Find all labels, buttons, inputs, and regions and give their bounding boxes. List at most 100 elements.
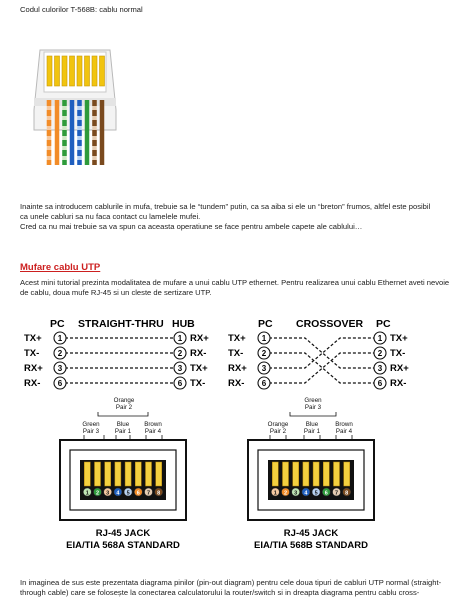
jack-b-pin-number: 2 (284, 490, 287, 496)
straight-left-label-1: TX+ (24, 333, 42, 344)
straight-right-pin-1: 1 (178, 334, 183, 343)
jack-b-blue-label: Blue (306, 421, 319, 428)
bottom-line-2: through cable) care se folosește la cone… (20, 588, 420, 597)
straight-left-pin-3: 3 (58, 364, 63, 373)
tutorial-line-2: de cablu, doua mufe RJ-45 si un cleste d… (20, 288, 212, 297)
tutorial-paragraph: Acest mini tutorial prezinta modalitatea… (20, 278, 460, 298)
jack-a-pin-dot (123, 487, 133, 497)
jack-b-pin-dot (291, 487, 300, 497)
jack-a-pin-dot (83, 487, 92, 497)
jack-b-contact (323, 461, 330, 487)
jack-a-caption-2: EIA/TIA 568A STANDARD (66, 540, 180, 551)
crossover-pc-left-title: PC (258, 318, 273, 330)
jack-a-contact (104, 461, 111, 487)
cross-right-label-4: RX- (390, 378, 406, 389)
jack-b-contact (302, 461, 310, 487)
jack-a-pin-dot (144, 487, 153, 497)
jack-a-pin-number: 5 (127, 490, 130, 496)
intro-line-2: ca unele cabluri sa nu faca contact cu l… (20, 212, 201, 221)
jack-b-pin-number: 3 (294, 490, 297, 496)
jack-b-contact (333, 461, 340, 487)
jack-b-contact (312, 461, 320, 487)
cross-right-pin-1: 1 (378, 334, 383, 343)
section-heading: Mufare cablu UTP (20, 262, 101, 273)
jack-a-contact (145, 461, 152, 487)
jack-b-pin-number: 8 (345, 490, 348, 496)
jack-a-brown-pair: Pair 4 (145, 428, 162, 435)
top-caption: Codul culorilor T-568B: cablu normal (20, 5, 143, 14)
intro-line-1: Inainte sa introducem cablurile in mufa,… (20, 202, 431, 211)
straight-left-label-3: RX+ (24, 363, 43, 374)
jack-b-blue-pair: Pair 1 (304, 428, 321, 435)
jack-a-pin-number: 3 (106, 490, 109, 496)
jack-b-pin-number: 4 (304, 490, 308, 496)
jack-b-contact (343, 461, 350, 487)
cross-right-pin-2: 2 (378, 349, 383, 358)
jack-a-pin-number: 7 (147, 490, 150, 496)
intro-paragraph: Inainte sa introducem cablurile in mufa,… (20, 202, 460, 232)
jack-b-pin-number: 6 (325, 490, 328, 496)
jack-a-pin-number: 6 (137, 490, 140, 496)
jack-b-pin-dot (322, 487, 331, 497)
crossover-title: CROSSOVER (296, 318, 364, 330)
jack-b-orange-pair: Pair 2 (270, 428, 287, 435)
jack-a-caption-1: RJ-45 JACK (96, 528, 151, 539)
jack-a-pin-dot (134, 487, 143, 497)
jack-b-green-top-label: Green (304, 397, 322, 404)
jack-a-blue-label: Blue (117, 421, 130, 428)
straight-right-label-4: TX- (190, 378, 205, 389)
jack-a-brown-label: Brown (144, 421, 162, 428)
straight-pc-title: PC (50, 318, 65, 330)
straight-hub-title: HUB (172, 318, 195, 330)
jack-a-pin-dot (113, 487, 123, 497)
jack-b-contact (292, 461, 299, 487)
jack-a-contact (114, 461, 122, 487)
jack-b-brown-pair: Pair 4 (336, 428, 353, 435)
cross-left-label-3: RX+ (228, 363, 247, 374)
crossover-pc-right-title: PC (376, 318, 391, 330)
jack-a-orange-label: Orange (114, 397, 135, 404)
tutorial-line-1: Acest mini tutorial prezinta modalitatea… (20, 278, 450, 287)
bottom-line-1: In imaginea de sus este prezentata diagr… (20, 578, 442, 587)
cross-right-label-3: RX+ (390, 363, 409, 374)
jack-a-orange-pair: Pair 2 (116, 404, 133, 411)
jack-b-brown-label: Brown (335, 421, 353, 428)
jack-b-caption-2: EIA/TIA 568B STANDARD (254, 540, 368, 551)
jack-a-contact (94, 461, 101, 487)
jack-a-pin-dot (154, 487, 163, 497)
cross-left-pin-2: 2 (262, 349, 267, 358)
jack-b-pin-number: 1 (274, 490, 277, 496)
jack-b-contact (282, 461, 289, 487)
jack-a-green-pair: Pair 3 (83, 428, 100, 435)
cross-right-label-2: TX- (390, 348, 405, 359)
straight-right-label-3: TX+ (190, 363, 208, 374)
jack-b-pin-dot (342, 487, 351, 497)
jack-b-pin-dot (301, 487, 311, 497)
jack-a-pin-number: 2 (96, 490, 99, 496)
intro-line-3: Cred ca nu mai trebuie sa va spun ca ace… (20, 222, 363, 231)
jack-a-contact (124, 461, 132, 487)
jack-b-green-top-pair: Pair 3 (305, 404, 322, 411)
cross-left-pin-6: 6 (262, 379, 267, 388)
cross-left-label-4: RX- (228, 378, 244, 389)
straight-left-pin-6: 6 (58, 379, 63, 388)
straight-left-label-2: TX- (24, 348, 39, 359)
jack-b-pin-number: 7 (335, 490, 338, 496)
jack-b-contact (272, 461, 279, 487)
jack-a-contact (84, 461, 91, 487)
jack-a-blue-pair: Pair 1 (115, 428, 132, 435)
cross-right-pin-6: 6 (378, 379, 383, 388)
straight-right-label-2: RX- (190, 348, 206, 359)
jack-b-caption-1: RJ-45 JACK (284, 528, 339, 539)
jack-a-contact (155, 461, 162, 487)
straight-left-pin-2: 2 (58, 349, 63, 358)
straight-right-pin-3: 3 (178, 364, 183, 373)
jack-a-pin-dot (93, 487, 102, 497)
cross-left-label-1: TX+ (228, 333, 246, 344)
cross-left-pin-3: 3 (262, 364, 267, 373)
cross-right-pin-3: 3 (378, 364, 383, 373)
straight-title: STRAIGHT-THRU (78, 318, 164, 330)
straight-left-pin-1: 1 (58, 334, 63, 343)
jack-b-pin-number: 5 (315, 490, 318, 496)
jack-a-pin-dot (103, 487, 112, 497)
